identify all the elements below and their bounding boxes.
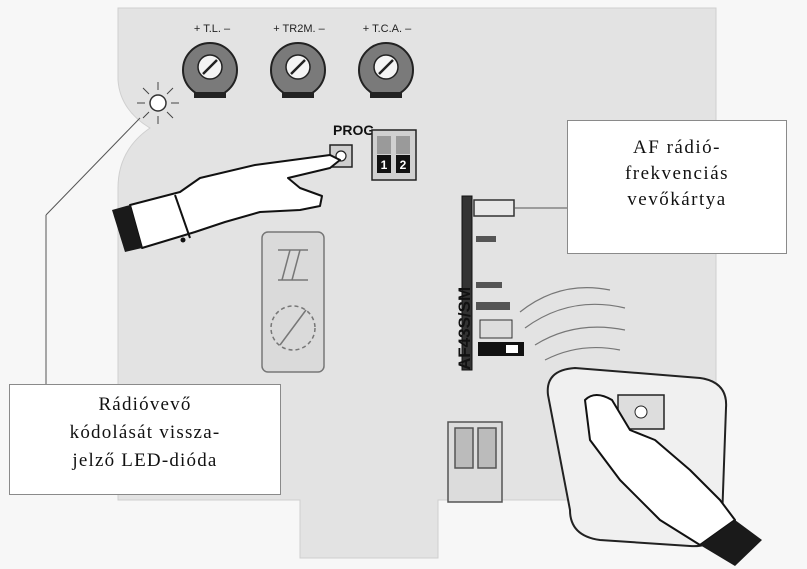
pot-label-tl: + T.L. – xyxy=(194,23,231,35)
potentiometer-tr2m[interactable] xyxy=(271,43,325,98)
pot-label-tr2m: + TR2M. – xyxy=(273,23,325,35)
callout-led-text: Rádióvevő kódolását vissza- jelző LED-di… xyxy=(10,391,280,475)
callout-led: Rádióvevő kódolását vissza- jelző LED-di… xyxy=(9,384,281,495)
callout-led-line1: Rádióvevő xyxy=(10,391,280,419)
potentiometer-tl[interactable] xyxy=(183,43,237,98)
callout-af-line1: AF rádió- xyxy=(568,135,786,161)
callout-af-line2: frekvenciás xyxy=(568,161,786,187)
callout-led-line2: kódolását vissza- xyxy=(10,419,280,447)
dip-switch[interactable]: 1 2 xyxy=(372,130,416,180)
pot-label-tca: + T.C.A. – xyxy=(363,23,412,35)
callout-af-text: AF rádió- frekvenciás vevőkártya xyxy=(568,135,786,213)
callout-af-line3: vevőkártya xyxy=(568,187,786,213)
relay-component xyxy=(262,232,324,372)
led-indicator-icon xyxy=(137,82,179,124)
dip-switch-2: 2 xyxy=(400,158,407,172)
receiver-model-label: AF43S/SM xyxy=(455,287,474,370)
dip-switch-1: 1 xyxy=(381,158,388,172)
callout-af-card: AF rádió- frekvenciás vevőkártya xyxy=(567,120,787,254)
callout-led-line3: jelző LED-dióda xyxy=(10,447,280,475)
prog-label: PROG xyxy=(333,122,374,138)
potentiometer-tca[interactable] xyxy=(359,43,413,98)
connector-block xyxy=(448,422,502,502)
